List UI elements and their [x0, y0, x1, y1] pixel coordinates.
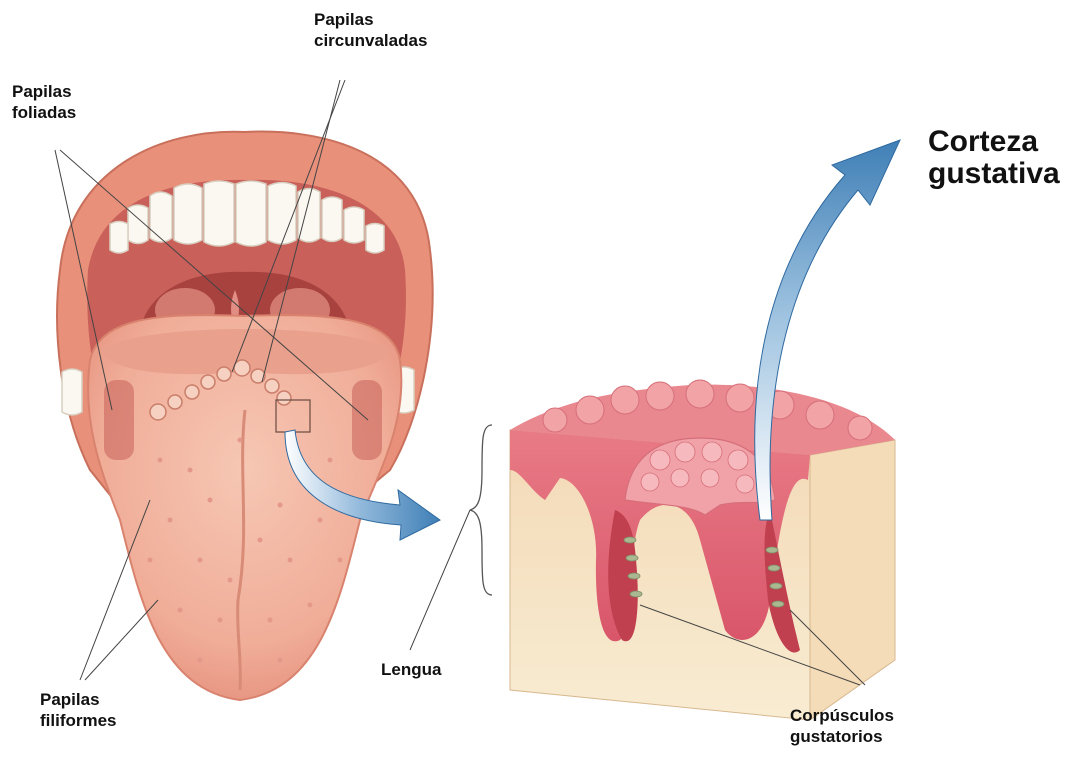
label-lengua-text: Lengua — [381, 660, 441, 681]
label-corpusculos-gustatorios-line2: gustatorios — [790, 727, 894, 748]
label-papilas-filiformes: Papilas filiformes — [40, 690, 117, 731]
size-brace — [470, 425, 492, 595]
label-lengua: Lengua — [381, 660, 441, 681]
block-side-face — [810, 440, 895, 720]
mouth-illustration — [57, 132, 433, 700]
label-corpusculos-gustatorios: Corpúsculos gustatorios — [790, 706, 894, 747]
label-papilas-filiformes-line1: Papilas — [40, 690, 117, 711]
label-corteza-gustativa-line1: Corteza — [928, 126, 1060, 158]
label-corteza-gustativa-line2: gustativa — [928, 158, 1060, 190]
label-papilas-filiformes-line2: filiformes — [40, 711, 117, 732]
label-papilas-foliadas-line1: Papilas — [12, 82, 76, 103]
label-papilas-circunvaladas-line2: circunvaladas — [314, 31, 427, 52]
label-corteza-gustativa: Corteza gustativa — [928, 126, 1060, 189]
label-papilas-foliadas: Papilas foliadas — [12, 82, 76, 123]
label-corpusculos-gustatorios-line1: Corpúsculos — [790, 706, 894, 727]
label-papilas-circunvaladas: Papilas circunvaladas — [314, 10, 427, 51]
label-papilas-foliadas-line2: foliadas — [12, 103, 76, 124]
label-papilas-circunvaladas-line1: Papilas — [314, 10, 427, 31]
taste-bud-tissue-block — [470, 380, 895, 720]
